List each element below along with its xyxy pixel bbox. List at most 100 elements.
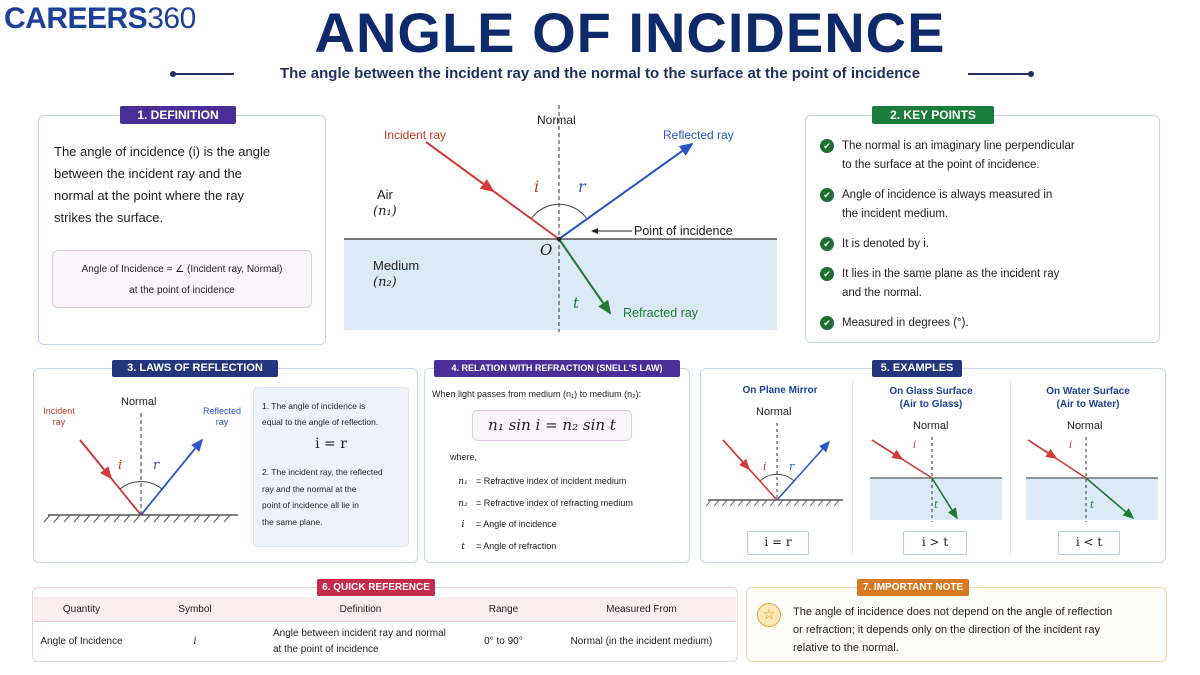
subtitle-right-dot [1028,71,1034,77]
check-icon: ✔ [820,267,834,281]
medium-label: Medium [373,258,420,273]
key-point-item: ✔It lies in the same plane as the incide… [820,265,1155,303]
definition-formula: Angle of Incidence = ∠ (Incident ray, No… [81,264,283,275]
key-point-item: ✔Angle of incidence is always measured i… [820,186,1155,224]
definition-formula-box: Angle of Incidence = ∠ (Incident ray, No… [52,250,312,308]
important-note-badge: 7. IMPORTANT NOTE [857,579,969,596]
example-glass-i: i [913,440,917,451]
examples-panel [700,368,1166,563]
example-glass-result: i > t [903,531,967,555]
laws-angle-arc [119,480,163,490]
example-mirror-title: On Plane Mirror [742,385,818,396]
examples-badge: 5. EXAMPLES [872,360,962,377]
logo-number: 360 [147,2,196,35]
incident-ray-arrow [425,141,495,193]
important-note-panel [746,587,1167,662]
key-points-panel [805,115,1160,343]
laws-mirror-hatching [43,514,231,523]
check-icon: ✔ [820,316,834,330]
examples-divider [852,380,853,555]
laws-badge: 3. LAWS OF REFLECTION [112,360,278,377]
refracted-ray-label: Refracted ray [623,306,699,320]
key-point-item: ✔Measured in degrees (°). [820,314,1155,333]
reflected-ray [558,142,694,240]
page-title: ANGLE OF INCIDENCE [314,1,946,64]
example-glass-t: t [934,500,939,511]
refracted-ray [558,238,612,315]
key-point-item: ✔The normal is an imaginary line perpend… [820,137,1155,175]
key-points-badge: 2. KEY POINTS [872,106,994,124]
point-o-label: O [540,241,553,259]
check-icon: ✔ [820,237,834,251]
n2-label: (n₂) [373,275,397,290]
table-header-cell: Definition [260,597,461,622]
angle-i-label: i [534,177,540,196]
example-mirror-diagram [705,423,843,507]
example-glass-diagram [870,437,1002,522]
laws-normal-label: Normal [121,396,157,408]
important-note-text: The angle of incidence does not depend o… [793,606,1113,654]
point-of-incidence-label: Point of incidence [634,224,733,238]
check-icon: ✔ [820,188,834,202]
point-o [556,236,562,242]
incident-ray-label: Incident ray [384,128,447,142]
example-water-t: t [1090,500,1095,511]
careers360-logo: CAREERS360 [4,2,196,36]
example-mirror-r: r [789,460,795,473]
table-row: Angle of Incidence i Angle between incid… [40,627,713,655]
example-glass-normal: Normal [913,420,949,432]
angle-r-label: r [578,177,586,196]
definition-badge: 1. DEFINITION [120,106,236,124]
star-icon: ☆ [757,603,781,627]
snell-definitions: n₁= Refractive index of incident medium … [458,476,633,552]
example-water-normal: Normal [1067,420,1103,432]
reflected-ray-label: Reflected ray [663,128,734,142]
quick-ref-table: Quantity Symbol Definition Range Measure… [34,597,736,662]
definition-text: The angle of incidence (i) is the angle … [54,144,271,225]
angle-arc [530,203,588,220]
example-glass-title: On Glass Surface(Air to Glass) [889,386,973,410]
definition-formula-note: at the point of incidence [129,285,235,296]
air-label: Air [377,187,393,202]
main-diagram [344,105,777,332]
subtitle-left-line [172,73,234,75]
snell-formula: n₁ sin i = n₂ sin t [472,410,632,441]
laws-reflected-ray [140,438,204,516]
example-mirror-i: i [763,460,767,473]
examples-divider [1010,380,1011,555]
laws-diagram [43,413,238,523]
example-water-diagram [1026,437,1158,522]
laws-incident-arrow [79,439,113,480]
page-subtitle: The angle between the incident ray and t… [279,65,921,82]
laws-angle-i: i [118,458,123,473]
laws-angle-r: r [153,458,160,473]
snell-badge: 4. RELATION WITH REFRACTION (SNELL'S LAW… [434,360,680,377]
logo-word: CAREERS [4,2,148,35]
quick-ref-badge: 6. QUICK REFERENCE [317,579,435,596]
key-points-list: ✔The normal is an imaginary line perpend… [820,137,1155,333]
medium-region [344,239,777,330]
subtitle-right-line [968,73,1030,75]
example-water-title: On Water Surface(Air to Water) [1046,386,1130,410]
key-point-item: ✔It is denoted by i. [820,235,1155,254]
example-water-i: i [1069,440,1073,451]
snell-panel [424,368,690,563]
table-header-cell: Quantity [34,597,129,622]
snell-intro: When light passes from medium (n₁) to me… [432,389,642,399]
n1-label: (n₁) [373,204,397,219]
example-mirror-normal: Normal [756,406,792,418]
check-icon: ✔ [820,139,834,153]
snell-where: where, [450,452,478,462]
table-header-cell: Measured From [546,597,736,622]
table-header-row: Quantity Symbol Definition Range Measure… [34,597,736,622]
example-water-result: i < t [1058,531,1120,555]
laws-formula: i = r [315,436,347,452]
table-header-cell: Range [460,597,547,622]
normal-label: Normal [537,113,576,127]
table-header-cell: Symbol [128,597,261,622]
example-mirror-result: i = r [747,531,809,555]
angle-t-label: t [573,294,580,312]
